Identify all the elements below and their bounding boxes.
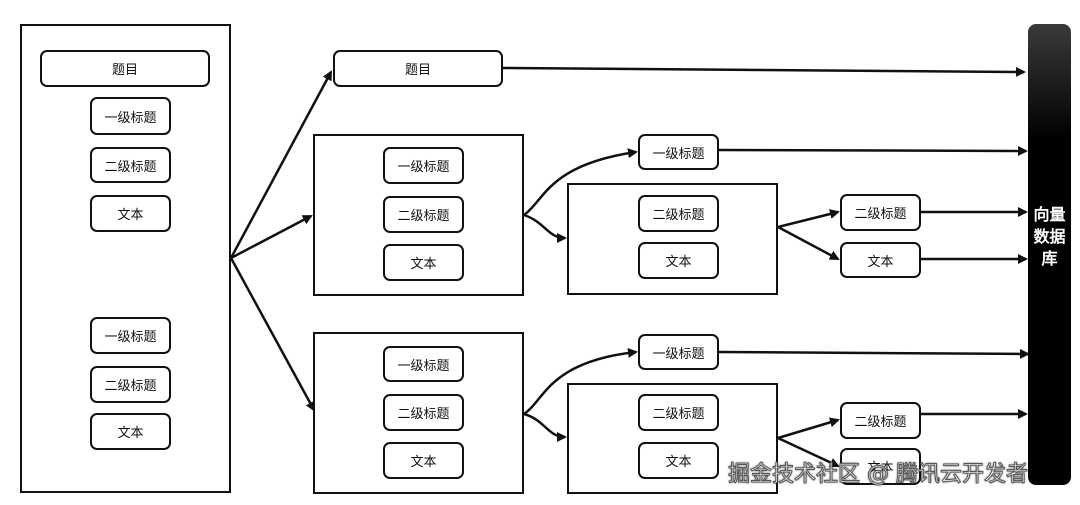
arrow-g2h1-to-db <box>717 348 1030 359</box>
group2-text-node: 文本 <box>383 442 464 479</box>
arrow-doc-to-title <box>229 70 333 259</box>
arrow-group2-to-subframe <box>523 412 567 442</box>
vector-database-label: 向量数据库 <box>1033 205 1066 268</box>
group1-text-node: 文本 <box>383 244 464 281</box>
arrow-group2-to-h1 <box>523 347 638 416</box>
arrow-title-to-db <box>502 66 1026 77</box>
group1-h2-node: 二级标题 <box>383 196 464 233</box>
arrow-doc-to-group2 <box>229 257 316 412</box>
doc-title-node: 题目 <box>40 50 210 87</box>
g1-sub-text-node: 文本 <box>638 242 719 279</box>
g2-sub-text-node: 文本 <box>638 442 719 479</box>
g2-extracted-h1-node: 一级标题 <box>638 334 719 370</box>
doc-h1-node-1: 一级标题 <box>90 97 171 135</box>
doc-h2-node-2: 二级标题 <box>90 366 171 403</box>
arrow-doc-to-group1 <box>230 214 313 260</box>
arrow-g1h1-to-db <box>717 145 1028 156</box>
g1-extracted-h2-node: 二级标题 <box>840 194 921 231</box>
doc-text-node-2: 文本 <box>90 413 171 450</box>
arrow-g1sub-to-text <box>777 225 840 261</box>
watermark-text: 掘金技术社区 @ 腾讯云开发者 <box>728 462 1029 488</box>
group2-h1-node: 一级标题 <box>383 346 464 382</box>
g2-extracted-text-node: 文本 <box>840 448 921 485</box>
doc-h2-node-1: 二级标题 <box>90 147 171 183</box>
vector-database: 向量数据库 <box>1028 24 1071 485</box>
g1-extracted-h1-node: 一级标题 <box>638 134 719 170</box>
arrow-group1-to-subframe <box>523 213 567 243</box>
arrow-g2sub-to-text <box>777 436 840 468</box>
doc-h1-node-2: 一级标题 <box>90 317 171 354</box>
stage-title-node: 题目 <box>333 50 503 87</box>
g1-sub-h2-node: 二级标题 <box>638 195 719 232</box>
arrow-g1sub-to-h2 <box>777 209 840 229</box>
doc-text-node-1: 文本 <box>90 195 171 232</box>
group2-h2-node: 二级标题 <box>383 394 464 431</box>
g2-sub-h2-node: 二级标题 <box>638 394 719 431</box>
arrow-g2sub-to-h2 <box>777 417 840 440</box>
g2-extracted-h2-node: 二级标题 <box>840 402 921 439</box>
g1-extracted-text-node: 文本 <box>840 242 921 278</box>
group1-h1-node: 一级标题 <box>383 147 464 184</box>
arrow-group1-to-h1 <box>523 148 638 217</box>
